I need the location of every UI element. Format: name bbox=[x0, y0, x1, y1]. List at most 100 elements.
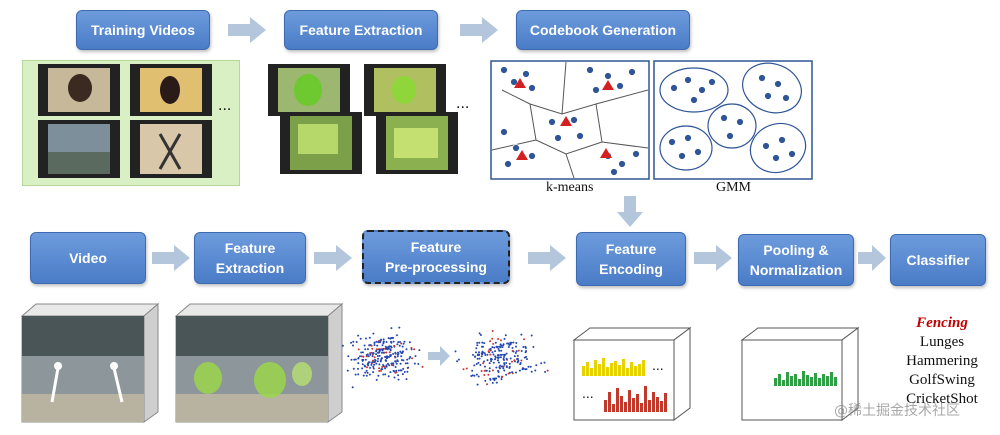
scatter-point bbox=[509, 357, 512, 360]
scatter-point bbox=[515, 342, 518, 344]
scatter-point bbox=[520, 333, 523, 336]
scatter-point bbox=[497, 338, 500, 340]
histogram-bar bbox=[640, 403, 643, 412]
scatter-point bbox=[379, 341, 381, 344]
scatter-point bbox=[491, 381, 494, 384]
video-box: Video bbox=[30, 232, 146, 284]
scatter-point bbox=[503, 337, 506, 340]
scatter-point bbox=[454, 350, 457, 353]
scatter-point bbox=[494, 350, 497, 353]
scatter-point bbox=[492, 342, 495, 345]
scatter-point bbox=[408, 341, 411, 344]
scatter-point bbox=[491, 369, 494, 372]
histogram-bar bbox=[814, 373, 817, 386]
scatter-point bbox=[372, 365, 375, 368]
scatter-point bbox=[346, 369, 349, 372]
scatter-point bbox=[513, 355, 516, 358]
feature-extraction-top-box: Feature Extraction bbox=[284, 10, 438, 50]
scatter-point bbox=[477, 361, 480, 364]
scatter-point bbox=[366, 348, 369, 351]
scatter-point bbox=[396, 334, 398, 337]
scatter-point bbox=[402, 359, 405, 362]
arrow-down-icon bbox=[617, 196, 643, 227]
histogram-bar bbox=[656, 397, 659, 412]
histogram-bar bbox=[790, 376, 793, 386]
class-item: Lunges bbox=[919, 334, 965, 350]
scatter-point bbox=[396, 359, 399, 362]
scatter-point bbox=[522, 346, 525, 348]
scatter-point bbox=[494, 355, 497, 358]
scatter-point bbox=[407, 366, 410, 369]
scatter-point bbox=[503, 362, 506, 365]
scatter-point bbox=[476, 341, 479, 344]
scatter-point bbox=[520, 359, 523, 362]
scatter-point bbox=[418, 349, 421, 352]
scatter-point bbox=[397, 378, 400, 381]
scatter-point bbox=[483, 360, 485, 363]
scatter-point bbox=[515, 350, 518, 353]
scatter-point bbox=[387, 375, 390, 378]
scatter-point bbox=[523, 338, 525, 341]
scatter-point bbox=[364, 348, 367, 351]
scatter-point bbox=[484, 365, 486, 368]
kmeans-points bbox=[500, 66, 640, 176]
scatter-point bbox=[530, 370, 533, 373]
scatter-point bbox=[540, 362, 543, 365]
scatter-point bbox=[491, 337, 494, 340]
scatter-point bbox=[495, 381, 498, 384]
gmm-points bbox=[668, 74, 796, 162]
video-label: Video bbox=[69, 250, 107, 266]
kmeans-label: k-means bbox=[546, 180, 594, 195]
scatter-point bbox=[489, 347, 492, 350]
histogram-bar bbox=[606, 367, 609, 376]
scatter-point bbox=[382, 373, 385, 376]
scatter-point bbox=[367, 355, 370, 358]
scatter-point bbox=[379, 360, 382, 363]
scatter-point bbox=[403, 371, 406, 373]
feature-extraction-line2: Extraction bbox=[215, 260, 285, 276]
encoding-histogram-cube: ... ... bbox=[572, 327, 692, 421]
scatter-point bbox=[365, 369, 368, 372]
scatter-point bbox=[543, 361, 546, 364]
histogram-bar bbox=[594, 360, 597, 376]
scatter-point bbox=[526, 358, 528, 361]
feature-preprocessing-line2: Pre-processing bbox=[385, 259, 487, 275]
pooling-histogram-cube bbox=[740, 327, 860, 421]
scatter-point bbox=[483, 369, 486, 372]
scatter-point bbox=[483, 342, 486, 345]
scatter-point bbox=[370, 351, 373, 354]
scatter-point bbox=[368, 373, 371, 376]
scatter-point bbox=[393, 370, 396, 373]
scatter-point bbox=[400, 342, 403, 345]
histogram-bar bbox=[638, 364, 641, 376]
scatter-point bbox=[371, 361, 374, 364]
scatter-point bbox=[369, 353, 372, 356]
scatter-point bbox=[378, 363, 381, 366]
watermark: @稀土掘金技术社区 bbox=[834, 403, 960, 419]
feature-extraction-line1: Feature bbox=[224, 240, 276, 256]
scatter-point bbox=[506, 342, 509, 345]
scatter-point bbox=[392, 340, 395, 343]
histogram-bar bbox=[608, 392, 611, 412]
scatter-point bbox=[508, 362, 511, 365]
scatter-point bbox=[496, 345, 499, 348]
scatter-point bbox=[535, 364, 538, 367]
scatter-point bbox=[475, 363, 478, 365]
codebook-diagram bbox=[490, 60, 813, 180]
scatter-point bbox=[520, 350, 523, 352]
video-cube bbox=[20, 302, 160, 423]
scatter-point bbox=[489, 353, 492, 356]
scatter-point bbox=[397, 351, 399, 354]
scatter-point bbox=[361, 358, 364, 361]
scatter-point bbox=[392, 352, 395, 355]
scatter-point bbox=[504, 334, 507, 337]
scatter-point bbox=[375, 350, 378, 353]
feature-preprocessing-line1: Feature bbox=[410, 239, 462, 255]
scatter-point bbox=[387, 337, 390, 340]
ellipsis-text: ... bbox=[652, 357, 664, 373]
scatter-point bbox=[508, 371, 511, 374]
feature-extraction-video-frames: ... bbox=[268, 64, 469, 174]
scatter-point bbox=[400, 355, 403, 358]
scatter-point bbox=[396, 343, 399, 346]
